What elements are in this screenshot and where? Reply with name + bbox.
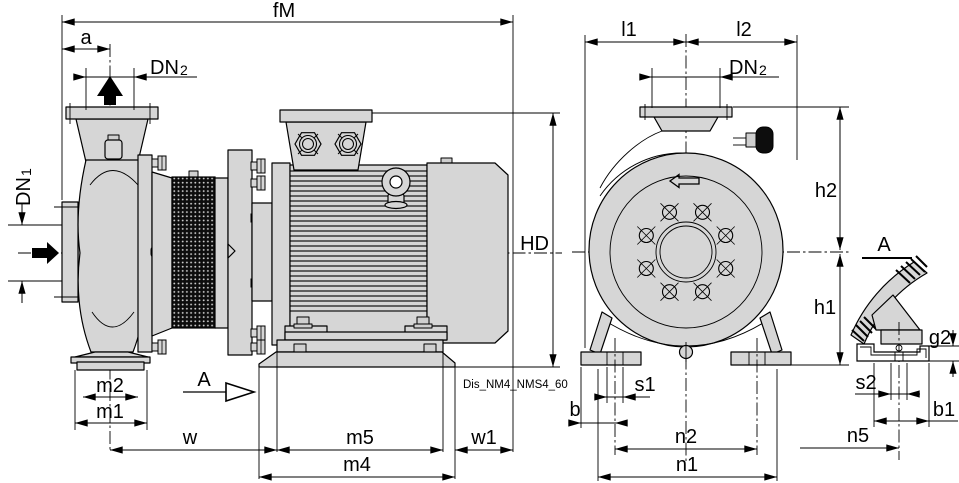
flow-arrow-up-icon [97,76,123,105]
side-view [18,44,562,479]
fan-cover [426,162,509,344]
svg-text:2: 2 [180,62,188,78]
dim-label-a: a [80,27,92,49]
dim-label-m4: m4 [343,454,371,476]
dim-label-HD: HD [520,233,549,255]
cable-gland-icon [334,132,362,156]
dim-label-b1: b1 [933,399,955,421]
section-a-dimensions: g2 s2 b1 n5 [800,327,959,452]
motor-foot-bar [284,331,448,341]
dim-label-m2: m2 [96,375,124,397]
foot-pad [880,329,923,345]
stool-bolt [293,343,307,353]
volute-casing [77,159,147,353]
dim-label-n2: n2 [675,426,697,448]
rotation-arrow-icon [668,173,700,189]
pump-foot-taper [74,351,149,358]
discharge-flange [65,106,159,120]
lantern-notch [227,243,236,259]
section-a-view: A [850,234,930,460]
lifting-eyebolt [381,167,411,210]
dim-label-w: w [182,427,198,449]
svg-text:DN: DN [729,57,758,79]
guard-adapter [151,171,173,337]
svg-text:DN: DN [13,177,35,206]
cable-gland-icon [294,132,322,156]
fan-cover-tab [440,157,453,164]
suction-bore [659,225,713,279]
front-view [572,34,850,462]
dim-label-n5: n5 [847,425,869,447]
dim-label-DN1: DN 1 [13,168,35,206]
section-a-title: A [877,234,891,256]
dim-label-w1: w1 [470,427,497,449]
svg-text:1: 1 [18,168,34,176]
terminal-box-lid [279,109,373,123]
dim-label-m1: m1 [96,401,124,423]
foot-washer [413,323,433,329]
left-foot [580,351,642,366]
drain-plug [678,342,694,362]
volute-front [588,152,784,348]
coupling-guard [171,176,216,329]
dim-label-DN2-front: DN 2 [729,57,767,79]
guard-tab [188,170,199,178]
dim-label-fM: fM [273,0,295,22]
section-a-arrow-icon [183,381,257,403]
bearing-housing [251,202,273,302]
suction-flange-od [609,175,763,329]
left-leg [589,311,613,355]
sheet-foot [856,343,930,362]
dim-label-l2: l2 [736,19,752,41]
lantern-flange [227,149,253,356]
priming-plug [104,139,123,160]
drawing-code: Dis_NM4_NMS4_60 [463,379,568,391]
right-foot [730,351,792,366]
stool-base [258,351,456,368]
side-view-dimensions: fM a DN 2 DN 1 [8,0,568,481]
dim-label-g2: g2 [929,327,951,349]
discharge-neck-front [653,116,719,132]
section-a-arrow-label: A [197,369,211,391]
lantern-ring [214,177,229,329]
pump-foot-plate [76,361,145,371]
suction-raised-face [655,221,717,283]
casing-cover [137,154,153,353]
svg-text:2: 2 [759,62,767,78]
flow-arrow-right-icon [32,242,59,264]
dim-label-s1: s1 [634,374,655,396]
dim-label-l1: l1 [621,19,637,41]
dim-label-b: b [569,399,580,421]
suction-flange [61,201,79,303]
dim-label-n1: n1 [676,454,698,476]
dim-label-m5: m5 [346,427,374,449]
dim-label-DN2-side: DN 2 [150,57,188,79]
svg-text:DN: DN [150,57,179,79]
stool-bolt [423,343,437,353]
front-view-dimensions: l1 l2 DN 2 h2 h1 s1 b n2 [568,19,849,481]
motor-flange [271,162,291,346]
foot-washer [293,323,313,329]
dim-label-h2: h2 [815,180,837,202]
dim-label-h1: h1 [814,297,836,319]
right-leg [759,311,783,355]
fill-plug-knob [733,126,774,154]
hatching [851,255,928,342]
discharge-flange-front [639,106,733,118]
dim-label-s2: s2 [855,372,876,394]
